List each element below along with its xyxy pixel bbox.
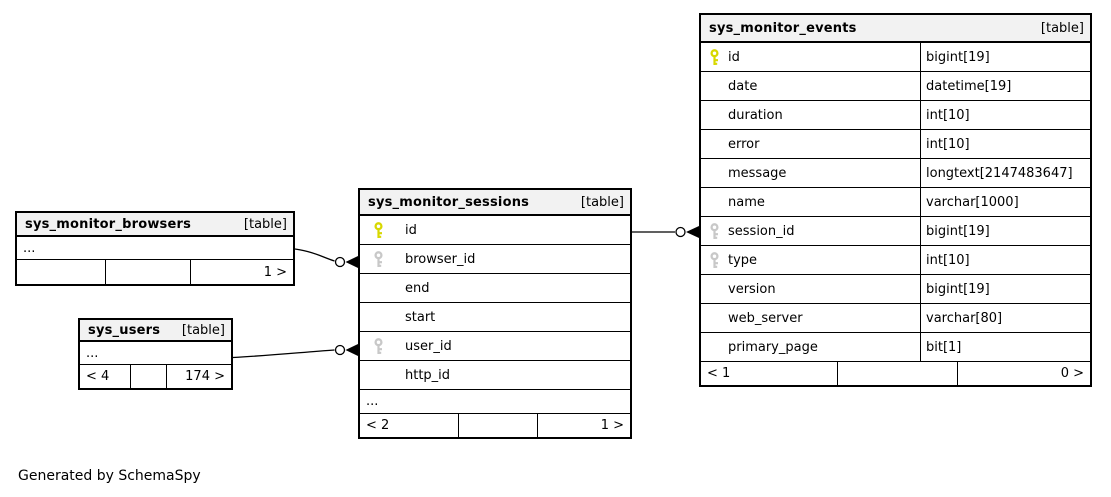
footer-middle [458, 414, 537, 437]
table-row: http_id [360, 361, 630, 390]
footer-left: < 2 [366, 418, 390, 433]
table-footer: < 2 1 > [360, 414, 630, 437]
hidden-columns-ellipsis: ... [80, 342, 231, 365]
column-type: bigint[19] [920, 217, 1090, 245]
column-name: name [728, 194, 765, 210]
table-row: user_id [360, 332, 630, 361]
column-name: web_server [728, 310, 803, 326]
foreign-key-icon [373, 337, 384, 355]
column-name: error [728, 136, 760, 152]
table-header[interactable]: sys_monitor_events [table] [701, 15, 1090, 43]
table-row: version bigint[19] [701, 275, 1090, 304]
column-type: bigint[19] [920, 43, 1090, 71]
table-header[interactable]: sys_users [table] [80, 320, 231, 342]
column-name: user_id [405, 338, 452, 354]
hidden-columns-ellipsis: ... [17, 237, 293, 260]
table-row: id [360, 216, 630, 245]
column-type: varchar[80] [920, 304, 1090, 332]
foreign-key-icon [709, 222, 720, 240]
foreign-key-icon [373, 250, 384, 268]
footer-left: < 1 [707, 366, 731, 381]
table-tag: [table] [1040, 20, 1084, 36]
table-title: sys_monitor_sessions [368, 194, 530, 210]
table-row: browser_id [360, 245, 630, 274]
table-row: primary_page bit[1] [701, 333, 1090, 362]
column-name: start [405, 309, 436, 325]
table-row: id bigint[19] [701, 43, 1090, 72]
table-row: start [360, 303, 630, 332]
footer-right: 0 > [957, 362, 1090, 385]
column-type: bigint[19] [920, 275, 1090, 303]
table-footer: < 4 174 > [80, 365, 231, 388]
primary-key-icon [709, 48, 720, 66]
table-sys-monitor-browsers[interactable]: sys_monitor_browsers [table] ... 1 > [15, 211, 295, 286]
column-name: browser_id [405, 251, 476, 267]
column-name: http_id [405, 367, 451, 383]
column-name: date [728, 78, 758, 94]
column-type: int[10] [920, 246, 1090, 274]
table-row: name varchar[1000] [701, 188, 1090, 217]
column-type: int[10] [920, 101, 1090, 129]
table-sys-monitor-events[interactable]: sys_monitor_events [table] id bigint[19]… [699, 13, 1092, 387]
column-name: duration [728, 107, 783, 123]
table-header[interactable]: sys_monitor_sessions [table] [360, 190, 630, 216]
table-sys-users[interactable]: sys_users [table] ... < 4 174 > [78, 318, 233, 390]
table-row: date datetime[19] [701, 72, 1090, 101]
table-tag: [table] [243, 216, 287, 232]
footer-left [17, 260, 105, 284]
column-name: primary_page [728, 339, 818, 355]
column-name: type [728, 252, 758, 268]
table-title: sys_monitor_events [709, 20, 857, 36]
primary-key-icon [373, 221, 384, 239]
relationship-sessions-events [632, 226, 699, 238]
footer-right: 1 > [190, 260, 293, 284]
table-row: duration int[10] [701, 101, 1090, 130]
table-footer: 1 > [17, 260, 293, 284]
column-name: id [405, 222, 417, 238]
table-row: error int[10] [701, 130, 1090, 159]
table-sys-monitor-sessions[interactable]: sys_monitor_sessions [table] id browser_… [358, 188, 632, 439]
hidden-columns-ellipsis: ... [360, 390, 630, 414]
column-name: end [405, 280, 430, 296]
ellipsis-label: ... [366, 394, 379, 409]
relationship-browsers-sessions [294, 248, 358, 268]
column-type: int[10] [920, 130, 1090, 158]
ellipsis-label: ... [86, 345, 99, 361]
column-name: id [728, 49, 740, 65]
footer-middle [130, 365, 166, 388]
table-header[interactable]: sys_monitor_browsers [table] [17, 213, 293, 237]
footer-middle [105, 260, 190, 284]
table-row: type int[10] [701, 246, 1090, 275]
table-row: message longtext[2147483647] [701, 159, 1090, 188]
table-tag: [table] [181, 322, 225, 338]
column-name: session_id [728, 223, 795, 239]
ellipsis-label: ... [23, 240, 36, 256]
column-name: version [728, 281, 776, 297]
table-tag: [table] [580, 194, 624, 210]
table-row: end [360, 274, 630, 303]
relationship-users-sessions [232, 344, 358, 359]
footer-middle [837, 362, 957, 385]
column-type: datetime[19] [920, 72, 1090, 100]
table-row: session_id bigint[19] [701, 217, 1090, 246]
column-name: message [728, 165, 787, 181]
table-title: sys_users [88, 322, 161, 338]
footer-left: < 4 [86, 369, 110, 384]
table-footer: < 1 0 > [701, 362, 1090, 385]
footer-right: 1 > [537, 414, 630, 437]
foreign-key-icon [709, 251, 720, 269]
footer-right: 174 > [166, 365, 231, 388]
column-type: varchar[1000] [920, 188, 1090, 216]
column-type: longtext[2147483647] [920, 159, 1090, 187]
generated-by-note: Generated by SchemaSpy [18, 468, 201, 484]
table-row: web_server varchar[80] [701, 304, 1090, 333]
column-type: bit[1] [920, 333, 1090, 361]
table-title: sys_monitor_browsers [25, 216, 192, 232]
